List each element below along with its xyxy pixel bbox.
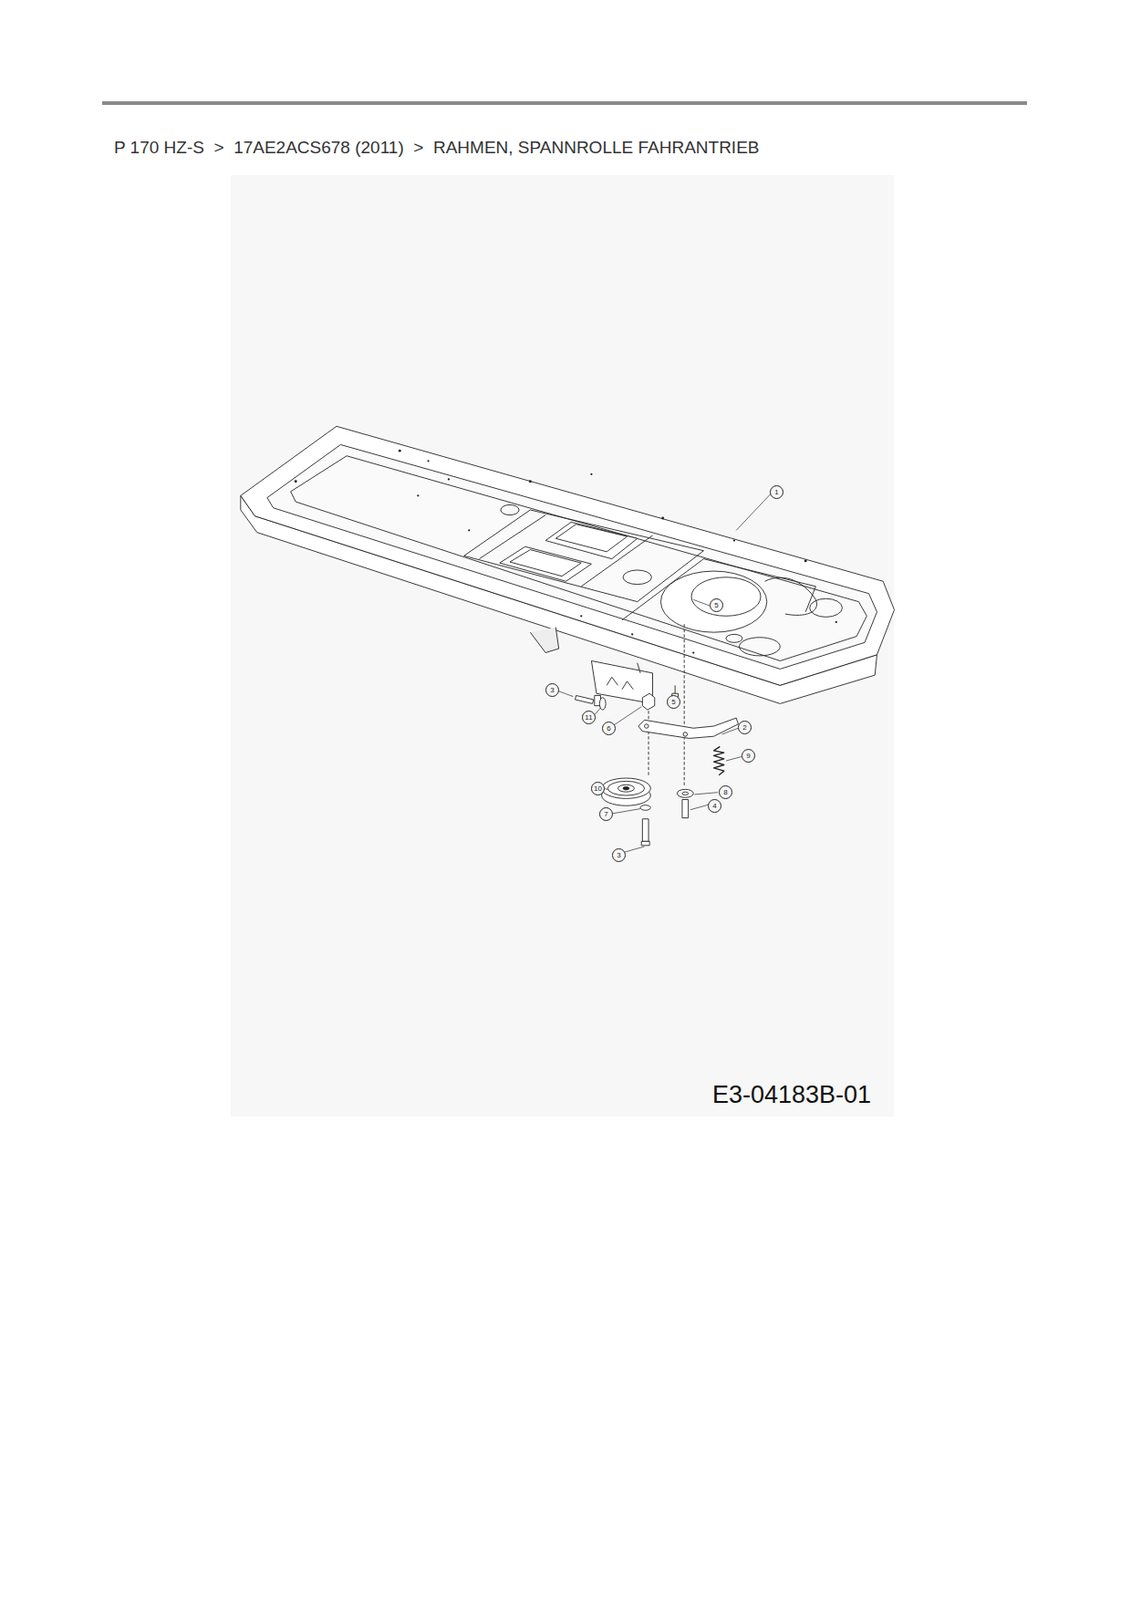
callout-number: 3: [545, 683, 560, 697]
header-rule: [102, 101, 1028, 105]
callout-number: 9: [741, 748, 756, 763]
callout-number: 5: [709, 598, 724, 613]
callout-number: 1: [769, 485, 784, 499]
callout-number: 8: [718, 785, 733, 799]
callout-number: 4: [707, 798, 722, 813]
drawing-ground: [230, 175, 894, 1117]
callout-number: 6: [601, 721, 616, 736]
callout-number: 10: [591, 781, 605, 796]
drawing-number: E3-04183B-01: [712, 1080, 872, 1110]
callout-number: 7: [599, 807, 613, 821]
frame-drawing: [240, 425, 895, 852]
callout-number: 11: [581, 710, 596, 725]
callout-number: 2: [737, 720, 752, 735]
callout-number: 3: [612, 848, 626, 862]
breadcrumb-title: P 170 HZ-S > 17AE2ACS678 (2011) > RAHMEN…: [114, 137, 760, 158]
callout-number: 5: [666, 695, 681, 709]
